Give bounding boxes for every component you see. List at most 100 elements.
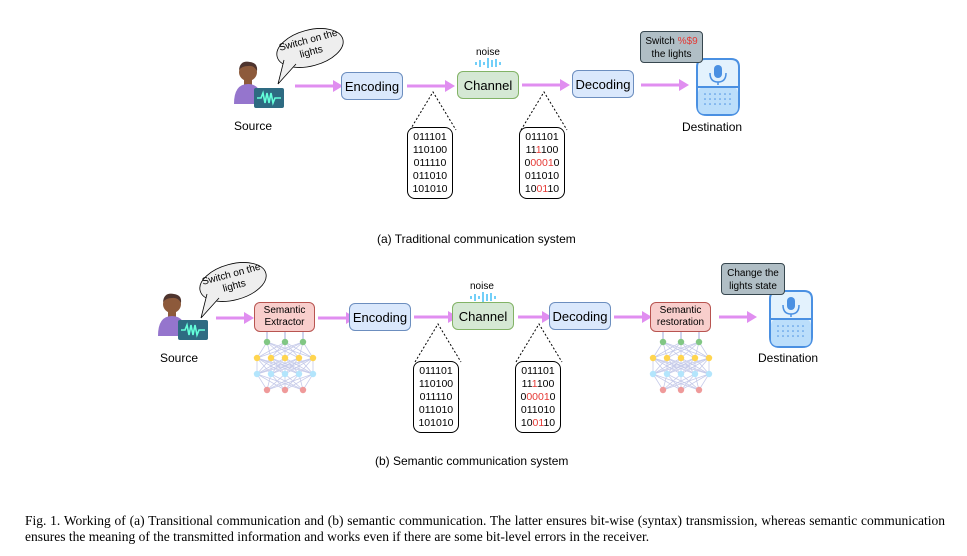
nn-edge bbox=[266, 341, 300, 359]
nn-edge bbox=[680, 357, 710, 375]
destination-label: Destination bbox=[758, 351, 819, 365]
nn-node bbox=[309, 370, 317, 378]
nn-edge bbox=[270, 341, 286, 359]
nn-edge bbox=[266, 373, 286, 391]
smart-speaker-icon bbox=[769, 290, 813, 348]
noise-wave-icon bbox=[475, 58, 501, 68]
received-text: lights state bbox=[729, 281, 777, 292]
arrow bbox=[216, 312, 254, 324]
nn-edge bbox=[680, 373, 700, 391]
nn-node bbox=[677, 354, 685, 362]
nn-edge bbox=[680, 341, 696, 359]
bit-segment: 0 bbox=[553, 157, 560, 169]
nn-node bbox=[677, 386, 685, 394]
zoom-triangle bbox=[414, 323, 462, 363]
semantic-extractor-block: Semantic Extractor bbox=[254, 302, 315, 332]
nn-node bbox=[295, 354, 303, 362]
bit-row: 011010 bbox=[412, 170, 448, 182]
arrow bbox=[518, 311, 552, 323]
bit-row: 011010 bbox=[516, 404, 560, 417]
nn-edge bbox=[270, 373, 286, 391]
nn-edge bbox=[666, 373, 700, 391]
nn-edge bbox=[284, 357, 314, 375]
nn-node bbox=[691, 354, 699, 362]
bit-segment: 10 bbox=[520, 417, 533, 429]
received-text: Switch bbox=[645, 36, 675, 47]
nn-node bbox=[695, 338, 703, 346]
nn-edge bbox=[270, 341, 304, 359]
nn-node bbox=[659, 338, 667, 346]
noise-label: noise bbox=[476, 47, 500, 58]
nn-node bbox=[281, 338, 289, 346]
nn-edge bbox=[652, 373, 682, 391]
nn-node bbox=[267, 354, 275, 362]
bit-error: 01 bbox=[536, 183, 548, 195]
bit-row: 011101 bbox=[413, 131, 447, 143]
bit-segment: 0 bbox=[520, 391, 527, 403]
nn-edge bbox=[284, 373, 304, 391]
person-icon bbox=[158, 293, 208, 340]
nn-node bbox=[299, 386, 307, 394]
nn-node bbox=[309, 354, 317, 362]
bit-segment: 10 bbox=[547, 183, 560, 195]
bit-segment: 10 bbox=[524, 183, 537, 195]
nn-edge bbox=[256, 341, 286, 359]
nn-node bbox=[677, 338, 685, 346]
nn-node bbox=[695, 386, 703, 394]
noise-label: noise bbox=[470, 281, 494, 292]
nn-edge bbox=[652, 357, 682, 375]
source-label: Source bbox=[160, 351, 199, 365]
nn-node bbox=[281, 370, 289, 378]
bit-segment: 100 bbox=[540, 144, 559, 156]
nn-edge bbox=[680, 341, 710, 359]
nn-edge bbox=[270, 373, 304, 391]
bit-row: 000010 bbox=[516, 391, 560, 404]
nn-edge bbox=[256, 341, 304, 359]
nn-node bbox=[299, 338, 307, 346]
decoding-block: Decoding bbox=[549, 302, 611, 330]
nn-edge bbox=[256, 357, 272, 375]
bit-row: 011110 bbox=[413, 157, 447, 169]
bit-segment: 10 bbox=[543, 417, 556, 429]
speech-bubble-shape bbox=[199, 262, 267, 319]
block-label: Semantic bbox=[659, 305, 702, 316]
encoding-block: Encoding bbox=[341, 72, 403, 100]
channel-block: Channel bbox=[452, 302, 514, 330]
nn-node bbox=[691, 370, 699, 378]
speech-bubble-shape bbox=[276, 28, 344, 85]
bit-segment: 011010 bbox=[524, 170, 560, 182]
nn-edge bbox=[284, 341, 314, 359]
block-label: Semantic bbox=[263, 305, 306, 316]
smart-speaker-icon bbox=[696, 58, 740, 116]
bit-row: 100110 bbox=[520, 183, 564, 196]
nn-edge bbox=[266, 373, 300, 391]
nn-edge bbox=[284, 341, 300, 359]
nn-node bbox=[263, 338, 271, 346]
nn-edge bbox=[298, 357, 314, 375]
bit-segment: 11 bbox=[525, 144, 536, 156]
nn-edge bbox=[256, 373, 304, 391]
nn-edge bbox=[680, 373, 696, 391]
destination-label: Destination bbox=[682, 120, 743, 134]
nn-edge bbox=[680, 341, 700, 359]
nn-node bbox=[253, 370, 261, 378]
nn-node bbox=[649, 354, 657, 362]
nn-node bbox=[649, 370, 657, 378]
received-message-bubble: Change the lights state bbox=[721, 263, 785, 295]
nn-edge bbox=[652, 373, 700, 391]
bit-error: 0001 bbox=[530, 157, 554, 169]
bit-row: 100110 bbox=[516, 417, 560, 430]
nn-edge bbox=[652, 357, 696, 375]
nn-edge bbox=[652, 341, 682, 359]
nn-node bbox=[663, 354, 671, 362]
nn-edge bbox=[652, 357, 668, 375]
person-icon bbox=[234, 61, 284, 108]
nn-edge bbox=[256, 357, 300, 375]
received-text: Change the bbox=[727, 268, 779, 279]
noise-wave-icon bbox=[470, 292, 496, 302]
bit-error: 1 bbox=[531, 378, 537, 390]
nn-node bbox=[281, 354, 289, 362]
